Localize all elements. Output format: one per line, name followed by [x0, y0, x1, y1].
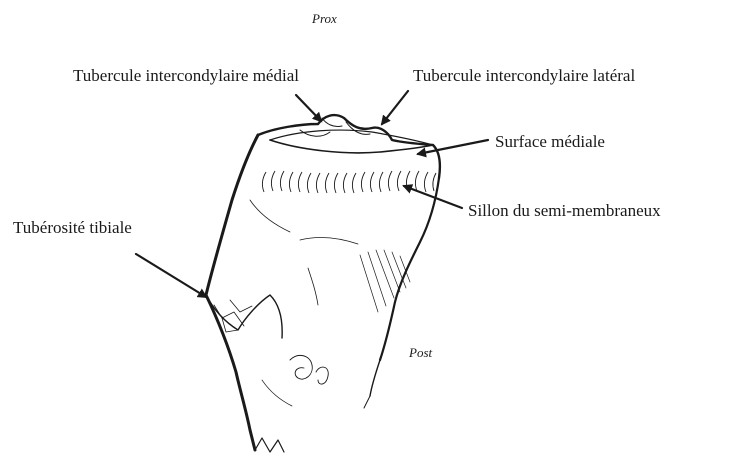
arrow-tibial-tuberosity — [136, 254, 206, 297]
arrow-medial-surface — [418, 140, 488, 154]
groove-hatching — [262, 171, 436, 193]
orientation-label-prox: Prox — [312, 11, 337, 27]
arrow-medial-tubercle — [296, 95, 321, 121]
orientation-label-post: Post — [409, 345, 432, 361]
label-semimembranosus-groove: Sillon du semi-membraneux — [468, 201, 661, 221]
bone-outline — [206, 115, 440, 452]
label-lateral-tubercle: Tubercule intercondylaire latéral — [413, 66, 635, 86]
label-medial-tubercle: Tubercule intercondylaire médial — [73, 66, 299, 86]
arrow-lateral-tubercle — [382, 91, 408, 124]
label-medial-surface: Surface médiale — [495, 132, 605, 152]
label-tibial-tuberosity: Tubérosité tibiale — [13, 218, 132, 238]
